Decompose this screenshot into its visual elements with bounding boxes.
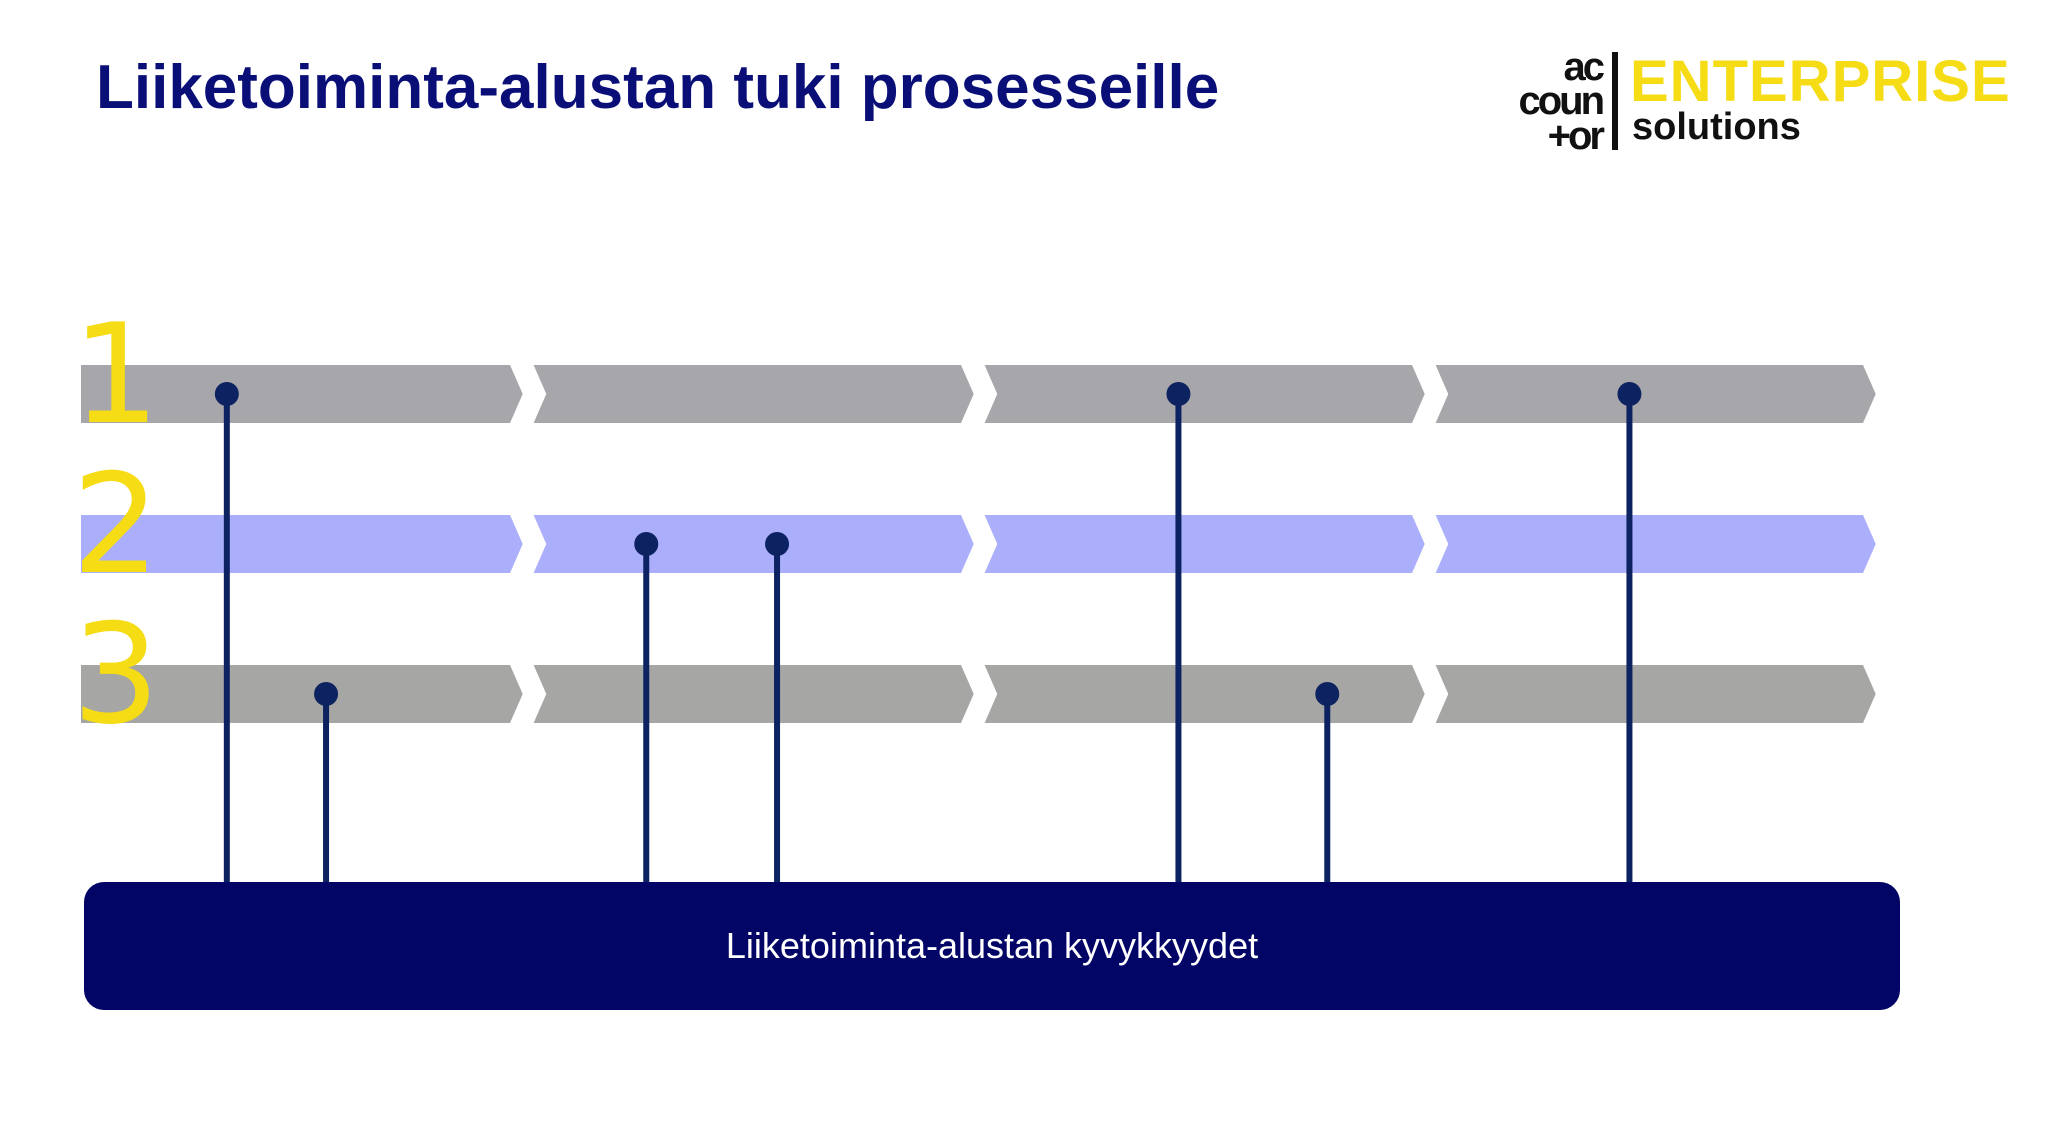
lane-number-3: 3 bbox=[72, 594, 160, 755]
lane-1-stage-2-chevron bbox=[524, 359, 981, 429]
logo-subword: solutions bbox=[1632, 106, 1801, 148]
acconto-enterprise-logo: ac coun +or ENTERPRISE solutions bbox=[1498, 45, 2011, 158]
lane-3-stage-4-chevron bbox=[1426, 659, 1883, 729]
lane-1-stage-1-chevron bbox=[75, 359, 530, 429]
lane-2-stage-2-chevron bbox=[524, 509, 981, 579]
logo-divider bbox=[1612, 52, 1618, 150]
logo-mark: ac coun +or bbox=[1498, 45, 1606, 158]
connector-dot-3 bbox=[634, 532, 659, 556]
logo-mark-line: +or bbox=[1547, 113, 1605, 158]
lane-2-stage-1-chevron bbox=[75, 509, 530, 579]
lane-2-stage-4-chevron bbox=[1426, 509, 1883, 579]
platform-capabilities-bar: Liiketoiminta-alustan kyvykkyydet bbox=[84, 882, 1900, 1010]
lane-1-stage-3-chevron bbox=[975, 359, 1432, 429]
lane-3-stage-2-chevron bbox=[524, 659, 981, 729]
process-lanes bbox=[75, 359, 1883, 729]
lane-numbers: 123 bbox=[72, 294, 160, 755]
lane-number-1: 1 bbox=[72, 294, 160, 455]
connector-dot-1 bbox=[214, 382, 239, 406]
connector-dot-6 bbox=[1315, 682, 1340, 706]
logo-word: ENTERPRISE bbox=[1630, 49, 2011, 114]
connector-dot-7 bbox=[1617, 382, 1642, 406]
lane-1-stage-4-chevron bbox=[1426, 359, 1883, 429]
lane-2-stage-3-chevron bbox=[975, 509, 1432, 579]
capability-connectors bbox=[214, 382, 1642, 884]
connector-dot-5 bbox=[1166, 382, 1191, 406]
platform-label: Liiketoiminta-alustan kyvykkyydet bbox=[725, 925, 1259, 966]
slide-title: Liiketoiminta-alustan tuki prosesseille bbox=[96, 53, 1220, 122]
logo-mark-line: ac bbox=[1563, 45, 1606, 89]
lane-number-2: 2 bbox=[72, 444, 160, 605]
connector-dot-2 bbox=[314, 682, 339, 706]
logo-mark-line: coun bbox=[1518, 79, 1605, 124]
connector-dot-4 bbox=[765, 532, 790, 556]
lane-3-stage-1-chevron bbox=[75, 659, 530, 729]
lane-3-stage-3-chevron bbox=[975, 659, 1432, 729]
